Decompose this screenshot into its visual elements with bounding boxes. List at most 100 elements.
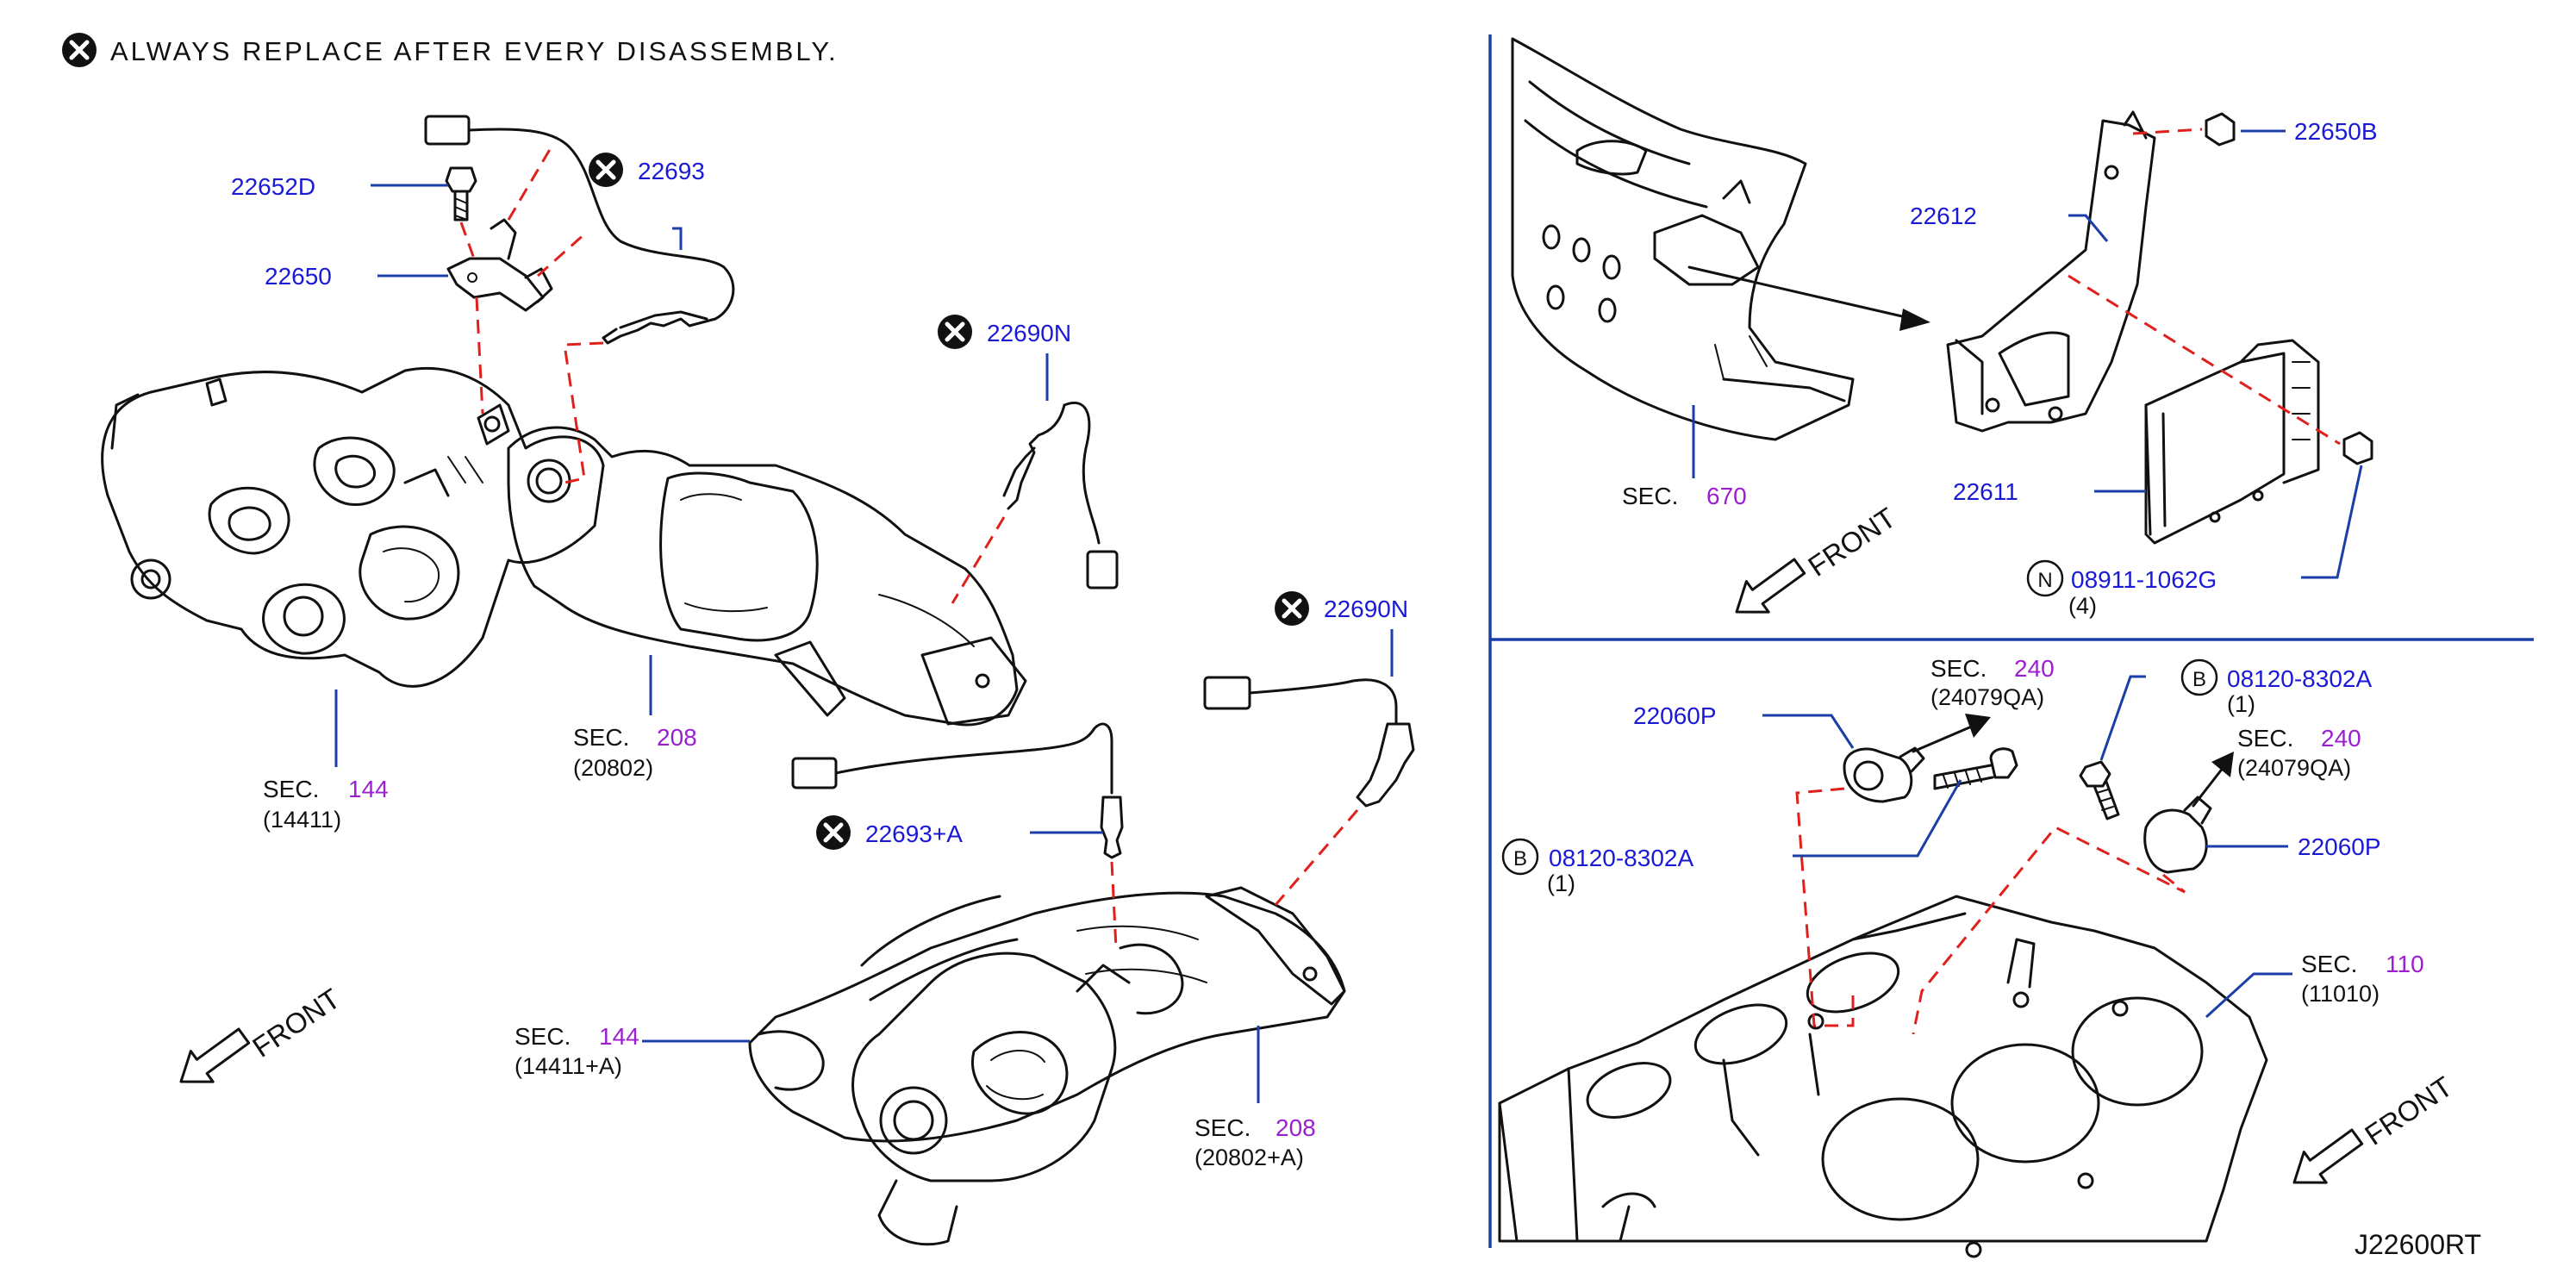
sec-word-208a: SEC. [573, 724, 629, 751]
exhaust-manifold-lower-drawing [748, 886, 1346, 1143]
nut-08911-drawing [2342, 431, 2373, 465]
pointer-arrow-to-bracket [1687, 265, 1915, 321]
knock-sensor-22060P-left-drawing [1843, 746, 1925, 803]
replace-x-icon-22693 [589, 153, 623, 187]
nut-symbol-letter: N [2037, 569, 2052, 592]
label-22693A: 22693+A [865, 820, 963, 847]
bolt-08120-right-drawing [2079, 760, 2120, 820]
nut-symbol-icon [2026, 559, 2064, 597]
bolt-22652D-drawing [445, 166, 477, 221]
label-22693: 22693 [638, 158, 705, 184]
front-label-top-right: FRONT [1802, 502, 1901, 583]
pointer-arrowhead-sec240-a [1965, 714, 1991, 738]
conn-sensor22693A-lower [1110, 861, 1118, 949]
label-08120-a-qty: (1) [1547, 870, 1575, 896]
bolt-08120-left-drawing [1933, 747, 2018, 790]
front-direction-arrow-top-right [1735, 558, 1806, 614]
label-sec208-b-ref: (20802+A) [1194, 1145, 1304, 1170]
conn-bolt-bracket [459, 221, 476, 259]
conn-knock-left-block [1795, 787, 1855, 1027]
leader-22693 [672, 227, 683, 250]
label-sec670: 670 [1706, 483, 1747, 509]
leader-08911 [2301, 465, 2363, 579]
label-sec110-ref: (11010) [2301, 981, 2380, 1007]
turbocharger-upper-drawing [101, 366, 605, 688]
front-label-left: FRONT [246, 983, 346, 1064]
label-sec240-b-ref: (24079QA) [2237, 755, 2351, 781]
turbocharger-lower-drawing [851, 951, 1131, 1246]
oxygen-sensor-22693-drawing [424, 115, 735, 345]
front-direction-arrow-left [179, 1027, 251, 1083]
label-22690N-b: 22690N [1324, 596, 1408, 622]
sec-word-240b: SEC. [2237, 725, 2293, 752]
conn-bracket-nut [2068, 274, 2341, 446]
label-22650: 22650 [265, 263, 332, 290]
ecm-unit-22611-drawing [2144, 339, 2320, 545]
label-22612: 22612 [1910, 203, 1977, 229]
sensor-bracket-drawing [446, 218, 553, 312]
label-22690N-a: 22690N [987, 320, 1071, 346]
label-sec240-a-ref: (24079QA) [1930, 684, 2044, 710]
label-sec110: 110 [2386, 951, 2424, 977]
sec-word-240a: SEC. [1930, 655, 1987, 682]
label-22060P-b: 22060P [2298, 833, 2381, 860]
label-sec144-a: 144 [348, 776, 389, 802]
label-sec240-b: 240 [2321, 725, 2361, 752]
conn-22650B-bracket [2132, 128, 2203, 135]
bolt-symbol-letter-b: B [2192, 668, 2206, 691]
sec-word-144b: SEC. [515, 1023, 571, 1050]
bolt-symbol-letter-a: B [1513, 847, 1527, 870]
sec-word-670: SEC. [1622, 483, 1678, 509]
label-sec144-b: 144 [599, 1023, 639, 1050]
conn-sensor22690N-manifold [951, 516, 1006, 604]
replace-note: ALWAYS REPLACE AFTER EVERY DISASSEMBLY. [110, 36, 839, 66]
label-08911-qty: (4) [2068, 593, 2097, 619]
leader-22612 [2068, 214, 2109, 242]
conn-bracket-manifold [475, 296, 484, 415]
label-sec208-a: 208 [657, 724, 697, 751]
label-22611: 22611 [1953, 478, 2018, 505]
pointer-arrow-sec240-a [1912, 724, 1975, 753]
label-sec144-b-ref: (14411+A) [515, 1053, 622, 1079]
exhaust-manifold-upper-drawing [507, 426, 1027, 727]
leader-sec110 [2205, 972, 2292, 1019]
knock-sensor-22060P-right-drawing [2143, 795, 2212, 874]
conn-sensor22693-manifold [563, 341, 604, 484]
pointer-arrowhead-sec240-b [2211, 752, 2234, 777]
sec-word-110: SEC. [2301, 951, 2357, 977]
firewall-panel-drawing [1511, 37, 1855, 441]
sec-word-208b: SEC. [1194, 1114, 1251, 1141]
ecm-bracket-drawing [1946, 110, 2156, 433]
label-08120-b-qty: (1) [2227, 691, 2255, 717]
replace-x-icon [62, 33, 97, 67]
leader-08120-a [1793, 779, 1962, 858]
replace-x-icon-22690N-b [1275, 591, 1309, 626]
conn-bracket-sensor [507, 146, 553, 221]
label-sec144-a-ref: (14411) [263, 807, 341, 833]
label-08120-a: 08120-8302A [1549, 845, 1693, 871]
bolt-symbol-icon-b [2180, 658, 2218, 696]
label-08120-b: 08120-8302A [2227, 665, 2372, 692]
bolt-symbol-icon-a [1501, 838, 1539, 876]
leader-22060P-a [1762, 714, 1855, 749]
diagram-code: J22600RT [2355, 1229, 2481, 1260]
front-direction-arrow-bottom-right [2292, 1128, 2364, 1184]
sec-word-144a: SEC. [263, 776, 319, 802]
oxygen-sensor-22690N-upper-drawing [1002, 402, 1119, 590]
label-sec208-a-ref: (20802) [573, 755, 653, 781]
leader-08120-b [2099, 675, 2146, 761]
replace-x-icon-22693A [816, 815, 851, 850]
label-22060P-a: 22060P [1633, 702, 1717, 729]
nut-22650B-drawing [2205, 112, 2236, 147]
replace-x-icon-22690N-a [938, 315, 972, 349]
front-label-bottom-right: FRONT [2359, 1070, 2458, 1151]
pointer-arrow-sec240-b [2192, 765, 2225, 808]
label-sec240-a: 240 [2014, 655, 2055, 682]
label-22650B: 22650B [2294, 118, 2378, 145]
oxygen-sensor-22693A-drawing [791, 722, 1124, 859]
cylinder-block-drawing [1498, 895, 2268, 1258]
conn-bracket-sensor-b [537, 231, 587, 278]
conn-sensor22690N-lower [1274, 809, 1359, 906]
label-08911: 08911-1062G [2071, 566, 2217, 593]
